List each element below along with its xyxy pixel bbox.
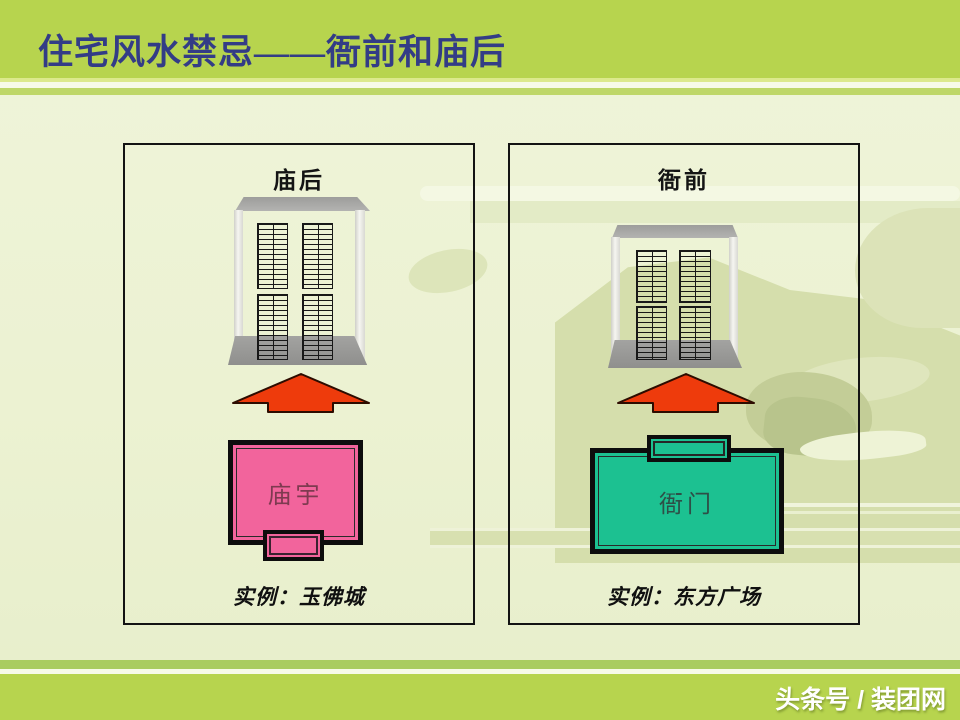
divider-top-accent <box>0 78 960 82</box>
panel-yamen-front: 衙前 衙门 实例：东方广场 <box>508 143 860 625</box>
residential-display-case <box>608 225 742 368</box>
example-caption: 实例：玉佛城 <box>233 585 365 609</box>
case-pillar-right <box>355 210 365 365</box>
background-band-light <box>420 186 960 201</box>
example-caption: 实例：东方广场 <box>607 585 761 609</box>
divider-top-green <box>0 88 960 95</box>
page-title: 住宅风水禁忌——衙前和庙后 <box>38 33 507 72</box>
tower-block <box>636 306 667 360</box>
temple-building-label: 庙宇 <box>267 483 324 509</box>
panel-temple-behind: 庙后 庙宇 实例：玉佛城 <box>123 143 475 625</box>
panel-label: 衙前 <box>658 168 710 193</box>
residential-display-case <box>228 197 370 365</box>
case-top-face <box>612 225 738 238</box>
footer-bar: 头条号 / 装团网 <box>0 674 960 720</box>
tower-block <box>257 294 288 360</box>
divider-top-white <box>0 82 960 88</box>
yamen-entrance <box>647 435 731 462</box>
tower-block <box>679 306 711 360</box>
title-bar: 住宅风水禁忌——衙前和庙后 <box>0 0 960 78</box>
case-pillar-left <box>234 210 243 365</box>
footer-credit: 头条号 / 装团网 <box>775 686 946 714</box>
tower-block <box>679 250 711 303</box>
tower-block <box>302 223 333 289</box>
case-top-face <box>235 197 370 211</box>
divider-bottom-green <box>0 660 960 669</box>
yamen-entrance-inner-frame <box>653 441 725 456</box>
yamen-building-label: 衙门 <box>659 491 715 518</box>
panel-label: 庙后 <box>273 168 325 193</box>
up-arrow-icon <box>617 373 755 413</box>
case-base <box>228 336 368 365</box>
yamen-building: 衙门 <box>590 448 784 554</box>
background-blob-shape <box>855 208 960 328</box>
tower-block <box>302 294 333 360</box>
case-pillar-left <box>611 237 620 368</box>
temple-door-inner-frame <box>269 536 318 555</box>
up-arrow-icon <box>232 373 370 413</box>
case-base <box>608 340 742 368</box>
case-pillar-right <box>729 237 738 368</box>
temple-door <box>263 530 324 561</box>
background-band-dim <box>470 201 960 223</box>
tower-block <box>636 250 667 303</box>
tower-block <box>257 223 288 289</box>
temple-building: 庙宇 <box>228 440 363 545</box>
divider-bottom-white <box>0 669 960 674</box>
